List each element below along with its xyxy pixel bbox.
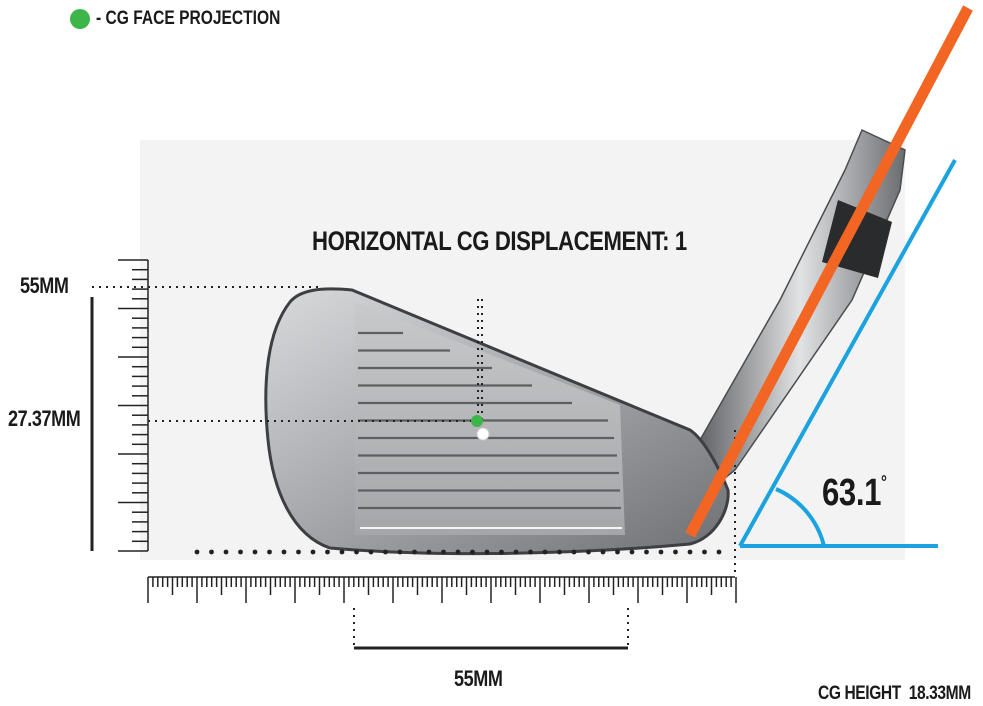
ground-dot bbox=[470, 549, 475, 555]
legend: - CG FACE PROJECTION bbox=[70, 8, 321, 30]
ground-dot bbox=[368, 549, 374, 555]
vertical-ruler bbox=[118, 259, 149, 552]
ground-dot bbox=[426, 549, 432, 555]
horizontal-cg-label: HORIZONTAL CG DISPLACEMENT: bbox=[312, 226, 670, 256]
guide-lines bbox=[92, 286, 736, 648]
ground-dot bbox=[209, 549, 214, 555]
ground-dot bbox=[296, 549, 301, 555]
lie-angle-lines bbox=[738, 159, 957, 548]
ground-dot bbox=[557, 549, 562, 555]
ground-dot bbox=[716, 549, 722, 555]
ground-dot bbox=[499, 549, 504, 555]
ground-dot bbox=[673, 549, 678, 555]
ground-dot bbox=[310, 549, 316, 555]
bottom-measure-label: 55MM bbox=[454, 666, 503, 691]
angle-value: 63.1 bbox=[822, 472, 882, 514]
ground-dot bbox=[629, 549, 635, 555]
angle-label: 63.1° bbox=[822, 472, 887, 515]
lie-angle-arm bbox=[738, 159, 957, 547]
ground-dots bbox=[194, 549, 722, 555]
ground-dot bbox=[513, 549, 519, 555]
ground-dot bbox=[397, 549, 403, 555]
club-face bbox=[355, 302, 625, 535]
ground-dot bbox=[223, 549, 229, 555]
top-measure-label: 55MM bbox=[20, 273, 69, 298]
degree-symbol: ° bbox=[881, 472, 887, 492]
legend-label: - CG FACE PROJECTION bbox=[96, 8, 281, 29]
cg-face-projection-dot bbox=[471, 415, 483, 427]
horizontal-cg-title: HORIZONTAL CG DISPLACEMENT: 1 bbox=[312, 226, 687, 257]
ground-dot bbox=[252, 549, 258, 555]
ground-dot bbox=[542, 549, 548, 555]
ground-dot bbox=[238, 549, 243, 555]
ground-dot bbox=[339, 549, 345, 555]
ground-dot bbox=[586, 549, 591, 555]
ground-dot bbox=[600, 549, 606, 555]
ground-dot bbox=[484, 549, 490, 555]
ground-dot bbox=[412, 549, 417, 555]
cg-projection-legend-dot bbox=[70, 9, 90, 29]
ground-dot bbox=[383, 549, 388, 555]
cg-height-label: CG HEIGHT bbox=[818, 683, 901, 704]
ground-dot bbox=[644, 549, 649, 555]
ground-dot bbox=[658, 549, 664, 555]
ground-dot bbox=[441, 549, 446, 555]
angle-arc bbox=[775, 487, 826, 547]
ground-dot bbox=[687, 549, 693, 555]
ground-dot bbox=[354, 549, 359, 555]
horizontal-ruler bbox=[147, 576, 737, 603]
cg-height-readout: CG HEIGHT 18.33MM bbox=[818, 683, 971, 705]
ground-dot bbox=[267, 549, 272, 555]
cg-center-dot bbox=[476, 427, 490, 441]
cg-height-value: 18.33MM bbox=[908, 683, 971, 704]
ground-dot bbox=[194, 549, 200, 555]
ground-dot bbox=[281, 549, 287, 555]
ground-dot bbox=[325, 549, 330, 555]
ground-dot bbox=[615, 549, 620, 555]
shaft-axis-line bbox=[685, 5, 973, 538]
ground-dot bbox=[571, 549, 577, 555]
ground-dot bbox=[702, 549, 707, 555]
ground-dot bbox=[528, 549, 533, 555]
side-measure-label: 27.37MM bbox=[8, 406, 81, 431]
horizontal-cg-value: 1 bbox=[674, 226, 687, 256]
ground-dot bbox=[455, 549, 461, 555]
